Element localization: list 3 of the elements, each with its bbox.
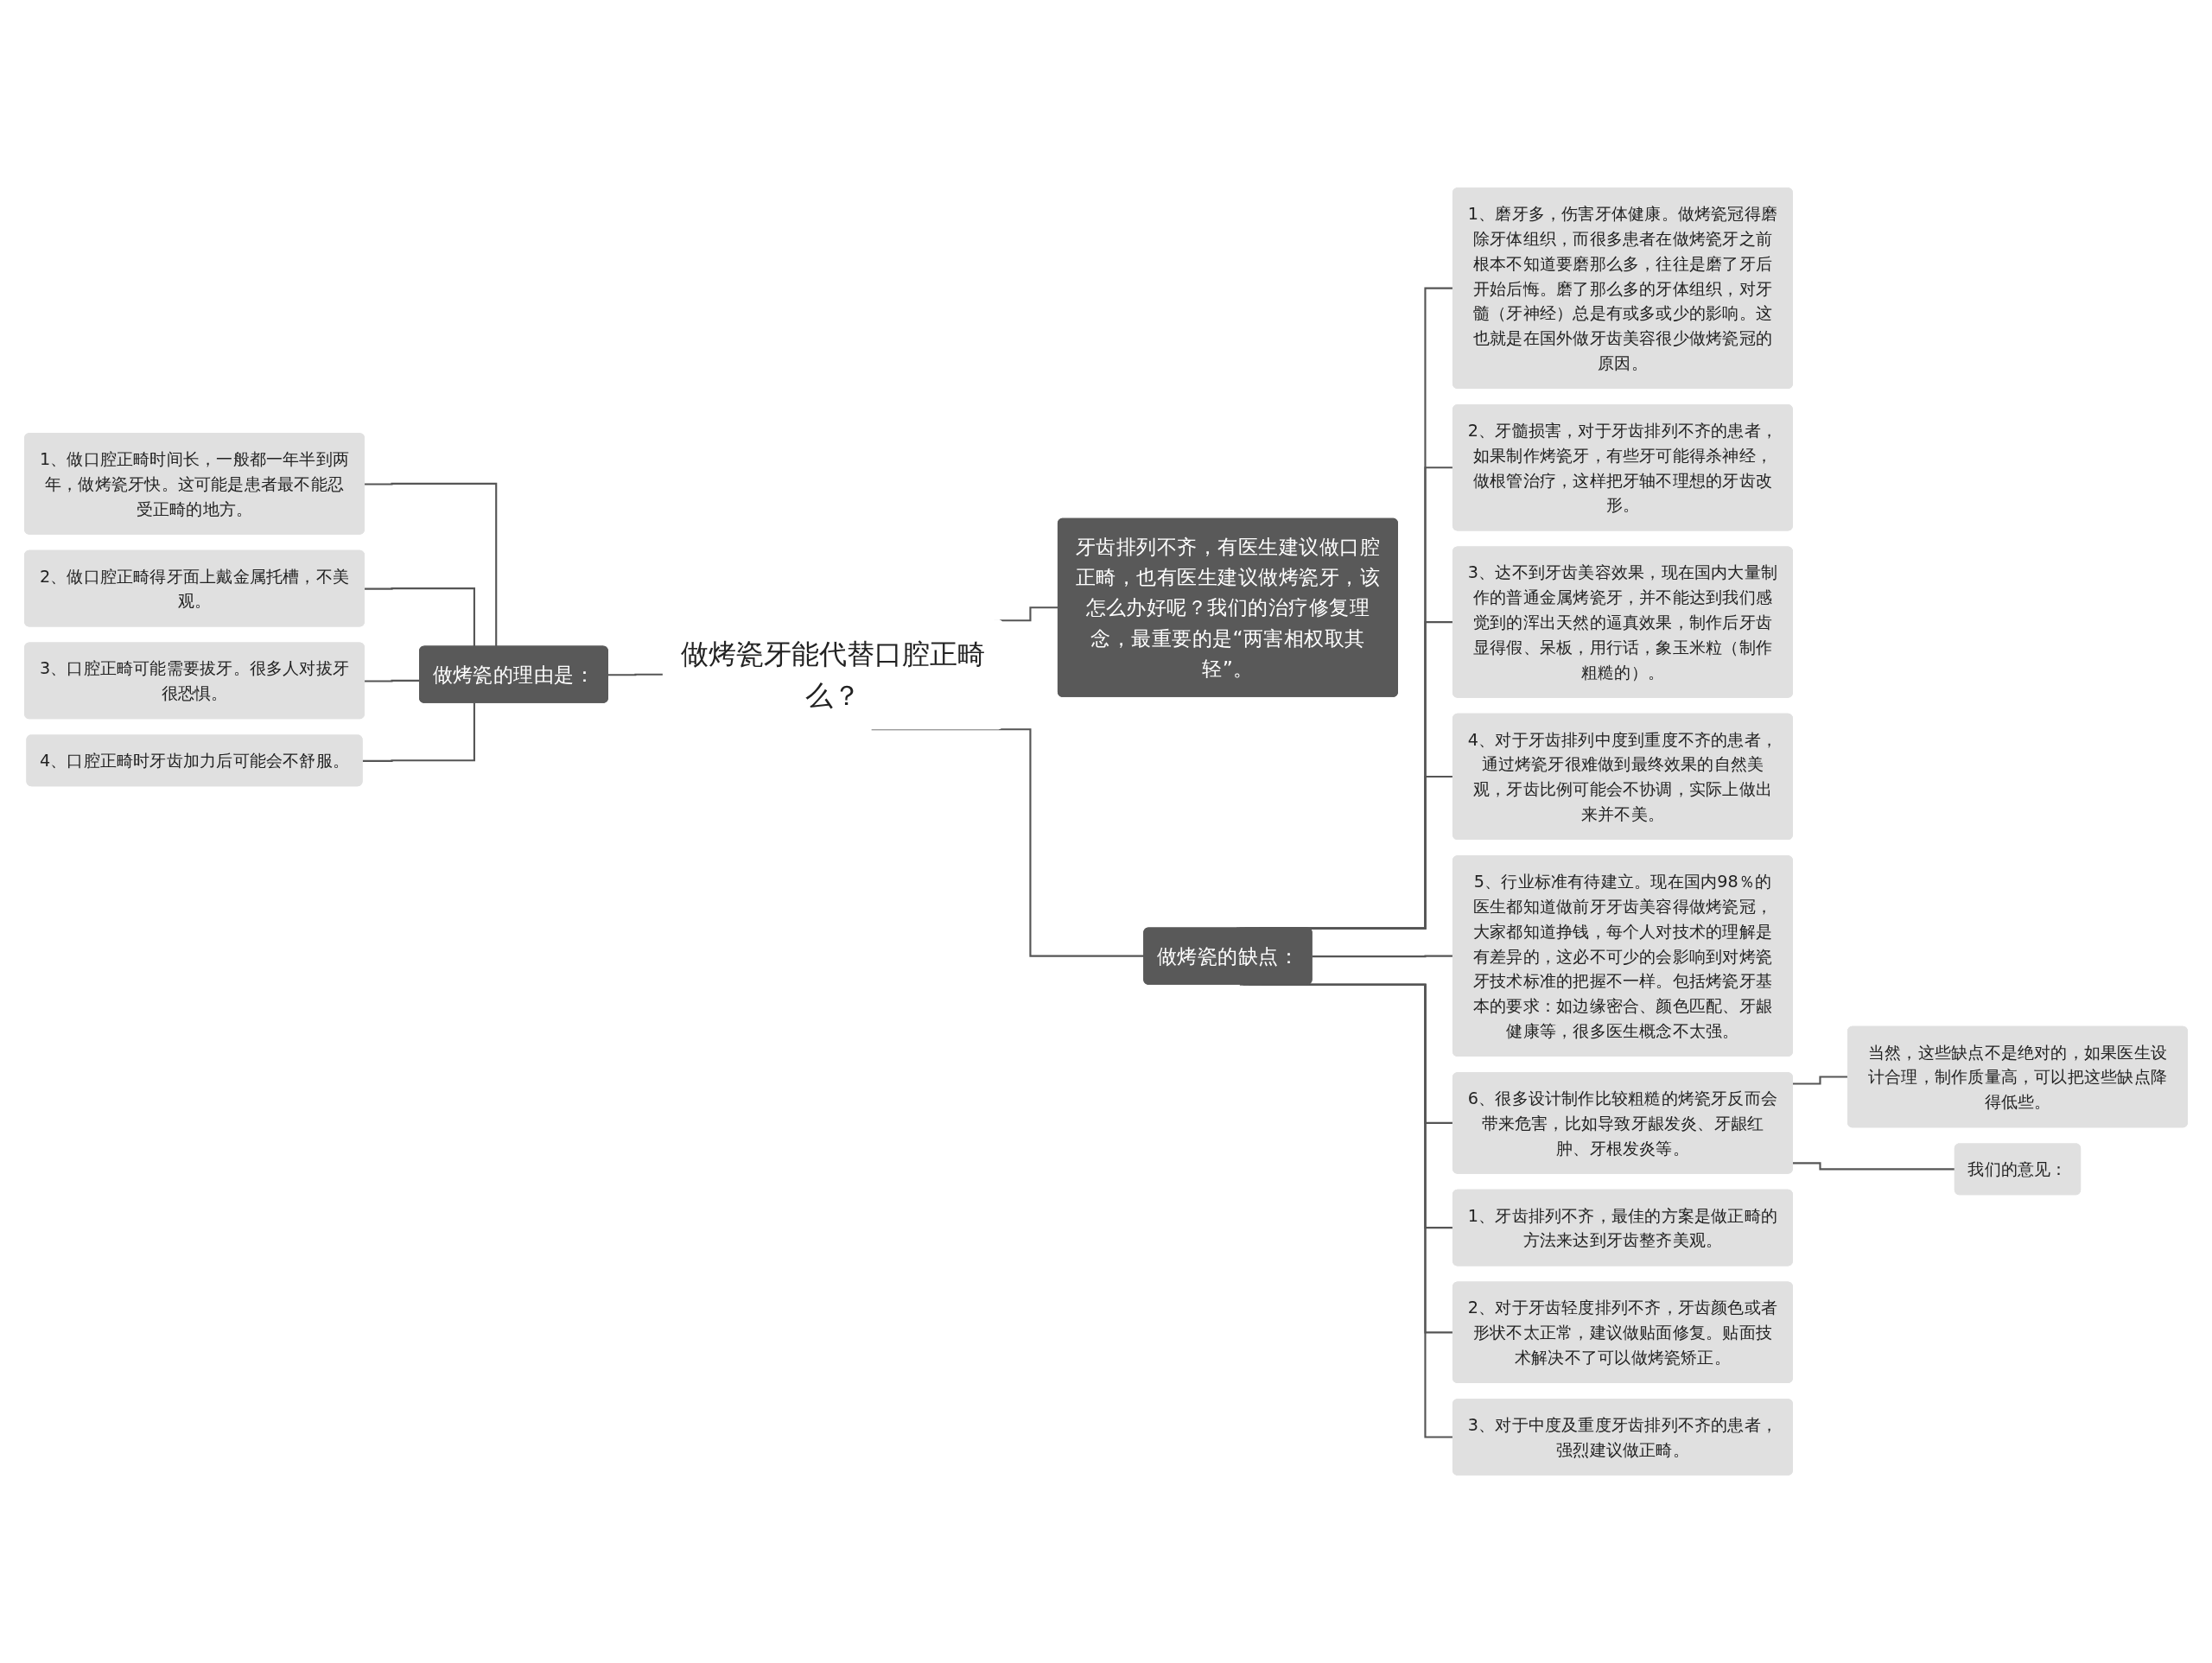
- connector: [365, 587, 475, 647]
- connector: [365, 482, 498, 647]
- connector: [362, 702, 475, 762]
